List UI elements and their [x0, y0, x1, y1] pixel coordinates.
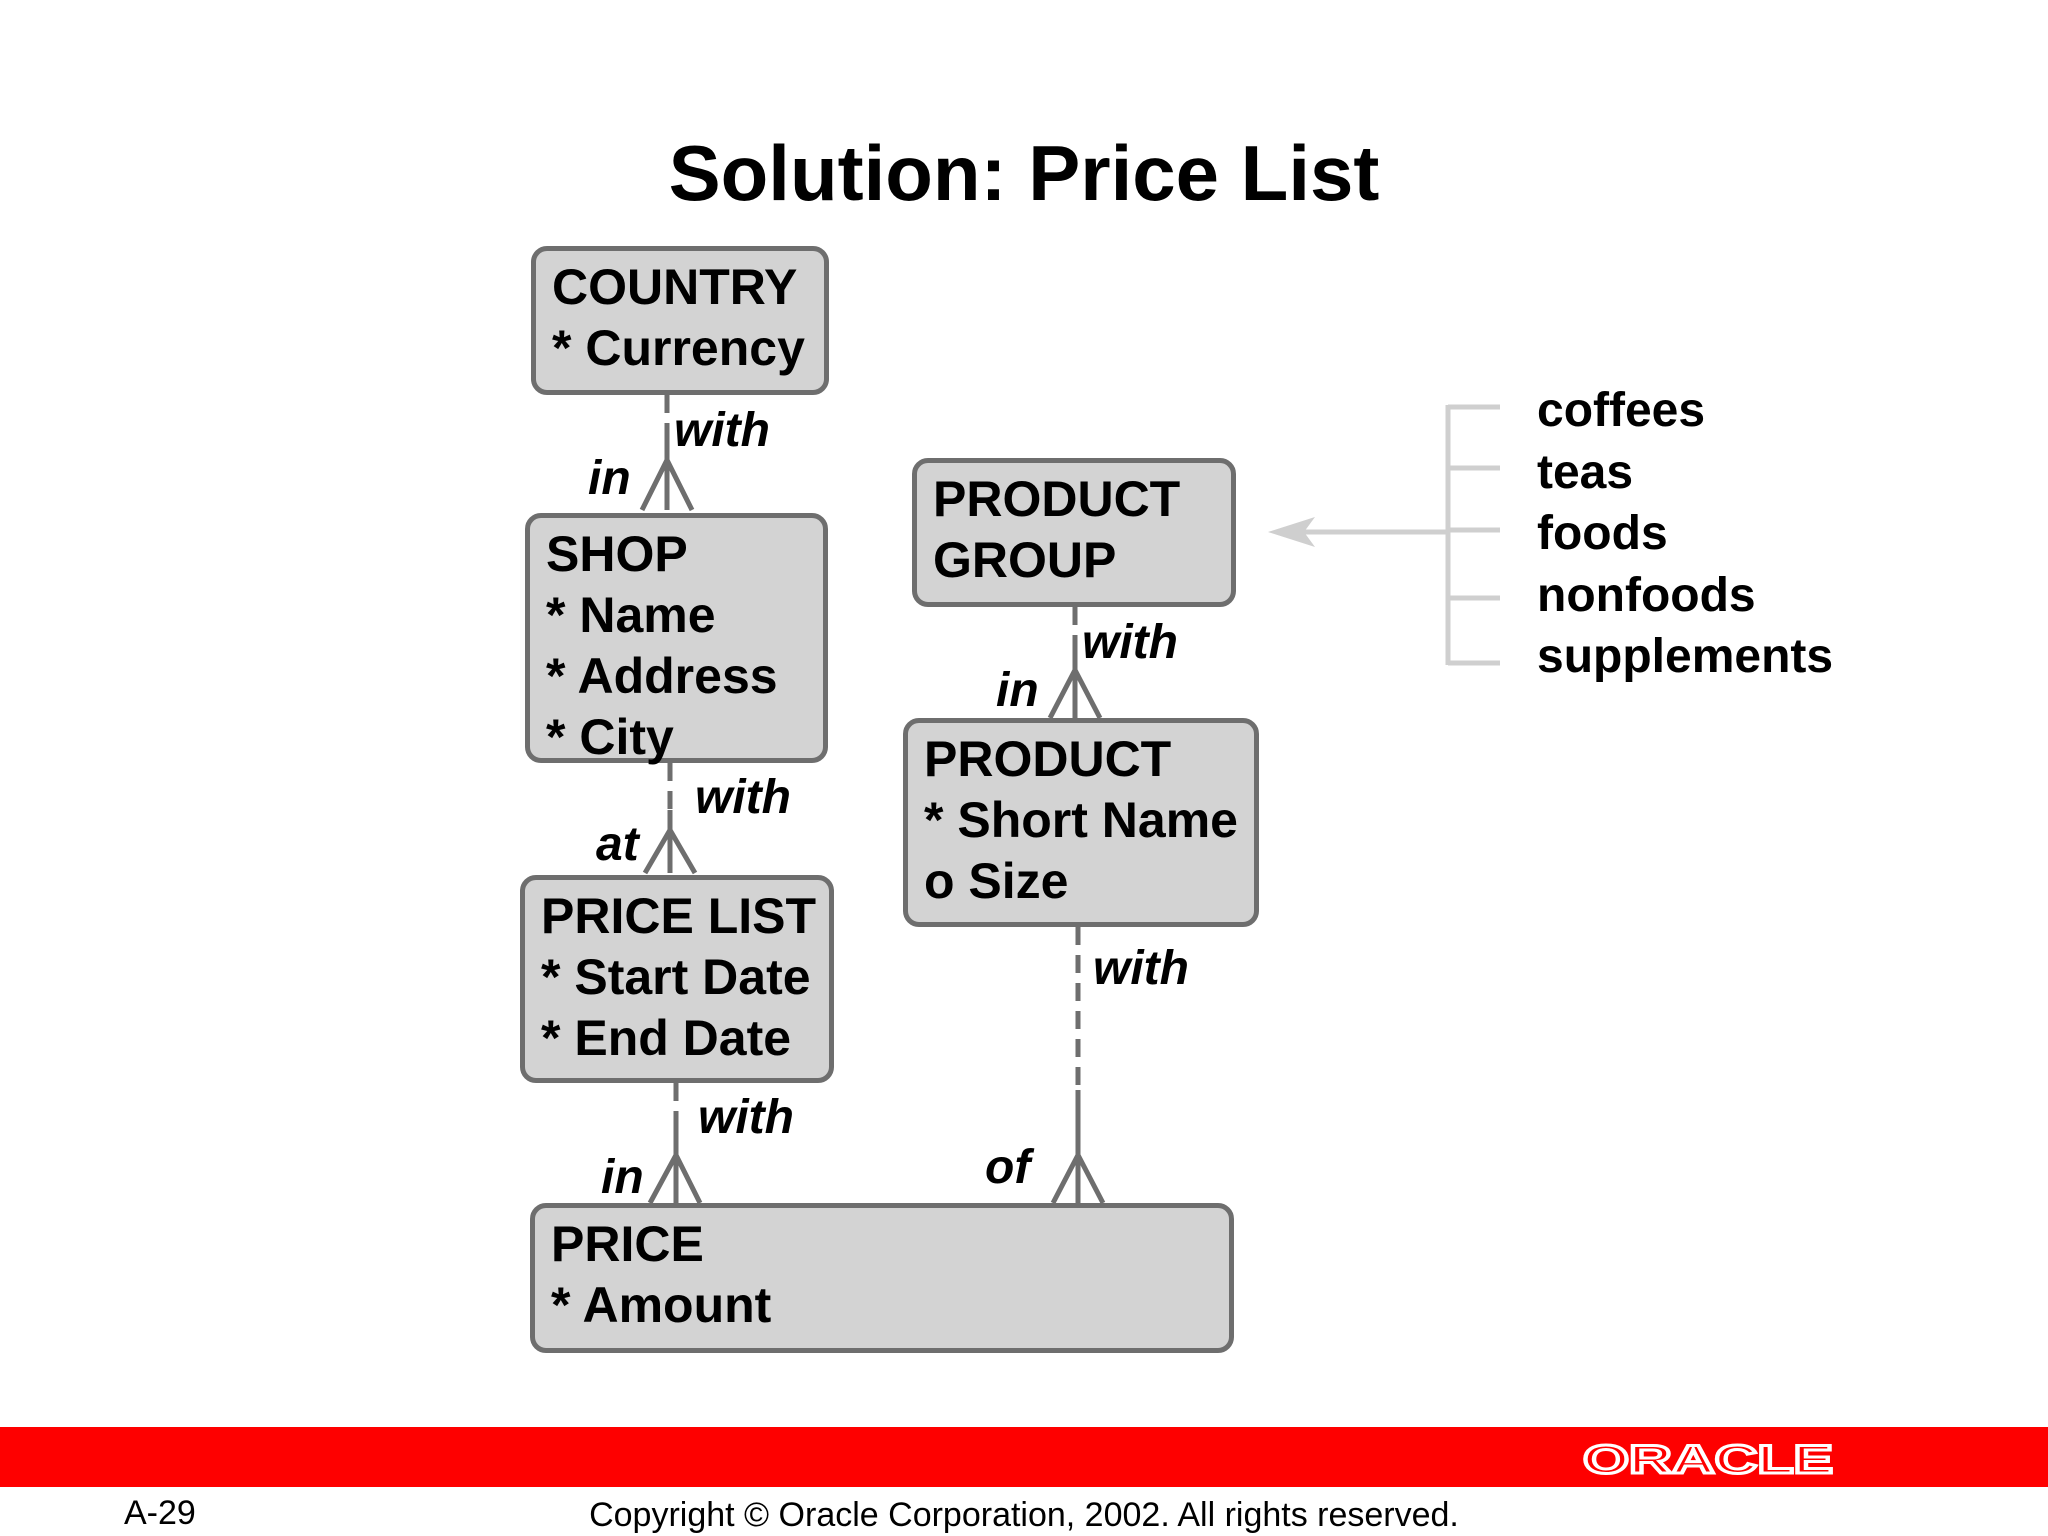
relationship-label: in — [588, 452, 631, 505]
relationship-label: with — [1082, 616, 1178, 669]
list-item: supplements — [1537, 630, 1834, 683]
relationship-label: in — [601, 1151, 644, 1204]
entity-name: GROUP — [933, 532, 1117, 588]
relationship-label: with — [1093, 942, 1189, 995]
entity-name: PRICE LIST — [541, 888, 817, 944]
entity-shop: SHOP * Name * Address * City — [525, 513, 828, 765]
list-item: nonfoods — [1537, 568, 1756, 622]
entity-attribute: * Short Name — [924, 792, 1238, 848]
entity-attribute: * City — [546, 709, 674, 765]
relationship-label: of — [985, 1141, 1031, 1194]
page-title: Solution: Price List — [668, 129, 1380, 217]
list-item: foods — [1537, 507, 1668, 560]
entity-name: PRICE — [551, 1216, 704, 1272]
entity-name: PRODUCT — [924, 731, 1172, 787]
entity-attribute: * End Date — [541, 1010, 792, 1066]
relationship-label: with — [695, 771, 791, 824]
entity-price-list: PRICE LIST * Start Date * End Date — [520, 875, 834, 1083]
entity-attribute: * Address — [546, 648, 778, 704]
product-group-values: coffees teas foods nonfoods supplements — [1537, 380, 1833, 688]
relationship-label: with — [674, 404, 770, 457]
relationship-label: in — [996, 664, 1039, 717]
arrow-left-icon — [1268, 517, 1315, 547]
entity-name: SHOP — [546, 526, 688, 582]
entity-name: PRODUCT — [933, 471, 1181, 527]
logo-text: ORACLE — [1583, 1440, 1833, 1475]
entity-product-group: PRODUCT GROUP — [912, 458, 1236, 607]
entity-attribute: * Amount — [551, 1277, 772, 1333]
relationship-label: with — [698, 1091, 794, 1144]
entity-attribute: * Start Date — [541, 949, 811, 1005]
list-item: coffees — [1537, 384, 1706, 437]
entity-attribute: o Size — [924, 853, 1069, 909]
entity-name: COUNTRY — [552, 259, 798, 315]
domain-bracket — [1290, 404, 1500, 666]
entity-country: COUNTRY * Currency — [531, 246, 829, 395]
oracle-logo: ORACLE — [1583, 1440, 1835, 1475]
list-item: teas — [1537, 445, 1634, 499]
entity-attribute: * Currency — [552, 320, 805, 376]
page-number: A-29 — [124, 1494, 196, 1532]
copyright-text: Copyright © Oracle Corporation, 2002. Al… — [589, 1496, 1459, 1534]
entity-attribute: * Name — [546, 587, 716, 643]
entity-price: PRICE * Amount — [530, 1203, 1234, 1353]
relationship-label: at — [596, 818, 639, 871]
entity-product: PRODUCT * Short Name o Size — [903, 718, 1259, 927]
footer-bar — [0, 1427, 2048, 1487]
